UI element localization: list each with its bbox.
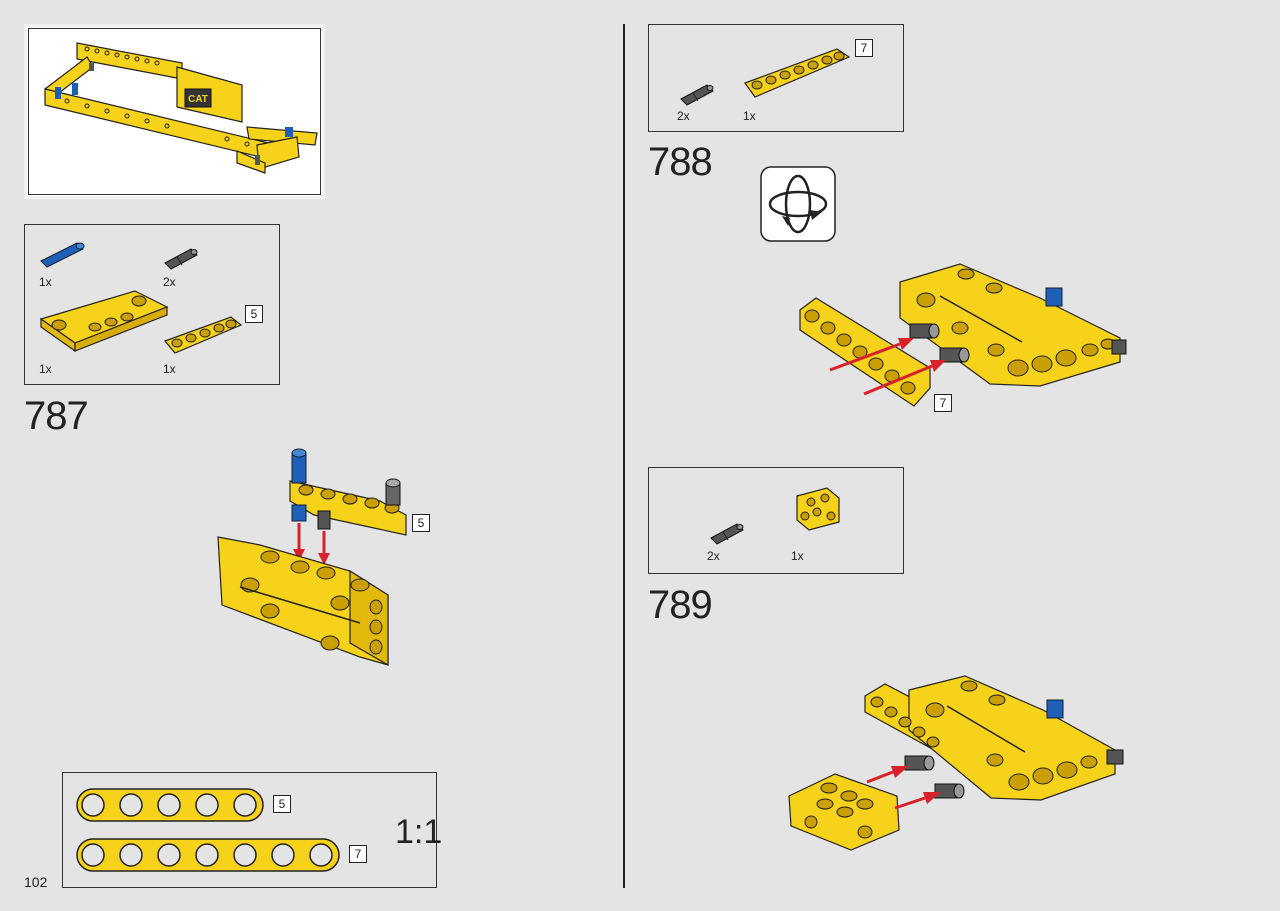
cat-logo: CAT xyxy=(188,94,208,105)
beam-5-scale-icon xyxy=(76,788,264,822)
assembly-787-illustration xyxy=(217,448,407,667)
black-connector-pin-icon xyxy=(710,523,744,545)
parts-list-787: 1x 2x 1x 5 1x xyxy=(24,224,280,385)
yellow-connector-block-icon xyxy=(796,487,840,531)
page-number: 102 xyxy=(24,874,48,890)
black-connector-pin-icon xyxy=(164,248,198,270)
qty-black-pin: 2x xyxy=(163,275,176,289)
step-number-787: 787 xyxy=(24,394,89,438)
overview-thumbnail: CAT xyxy=(24,24,325,199)
length-badge-scale-7: 7 xyxy=(349,845,367,863)
page-divider xyxy=(623,24,625,888)
beam-7-scale-icon xyxy=(76,838,340,872)
parts-list-789: 2x 1x xyxy=(648,467,904,574)
length-badge-788-part: 7 xyxy=(855,39,873,57)
qty-black-pin-789: 2x xyxy=(707,549,720,563)
yellow-beam-icon xyxy=(163,316,243,354)
scale-reference: 5 7 1:1 xyxy=(62,772,442,888)
assembly-789-illustration xyxy=(788,675,1124,851)
length-badge-787-callout: 5 xyxy=(412,514,430,532)
black-connector-pin-icon xyxy=(680,84,714,106)
yellow-panel-icon xyxy=(39,290,169,353)
qty-yellow-block-789: 1x xyxy=(791,549,804,563)
blue-pin-icon xyxy=(40,242,85,268)
step-number-788: 788 xyxy=(648,140,713,184)
scale-label: 1:1 xyxy=(395,813,443,851)
length-badge-788-callout: 7 xyxy=(934,394,952,412)
yellow-beam-icon xyxy=(744,48,851,98)
length-badge-scale-5: 5 xyxy=(273,795,291,813)
rotate-model-icon xyxy=(760,166,836,242)
qty-blue-pin: 1x xyxy=(39,275,52,289)
qty-yellow-beam-788: 1x xyxy=(743,109,756,123)
qty-black-pin-788: 2x xyxy=(677,109,690,123)
qty-yellow-panel: 1x xyxy=(39,362,52,376)
step-number-789: 789 xyxy=(648,583,713,627)
overview-model-illustration: CAT xyxy=(44,42,318,174)
qty-yellow-beam: 1x xyxy=(163,362,176,376)
length-badge-787-part: 5 xyxy=(245,305,263,323)
assembly-788-illustration xyxy=(799,263,1127,407)
parts-list-788: 2x 7 1x xyxy=(648,24,904,132)
